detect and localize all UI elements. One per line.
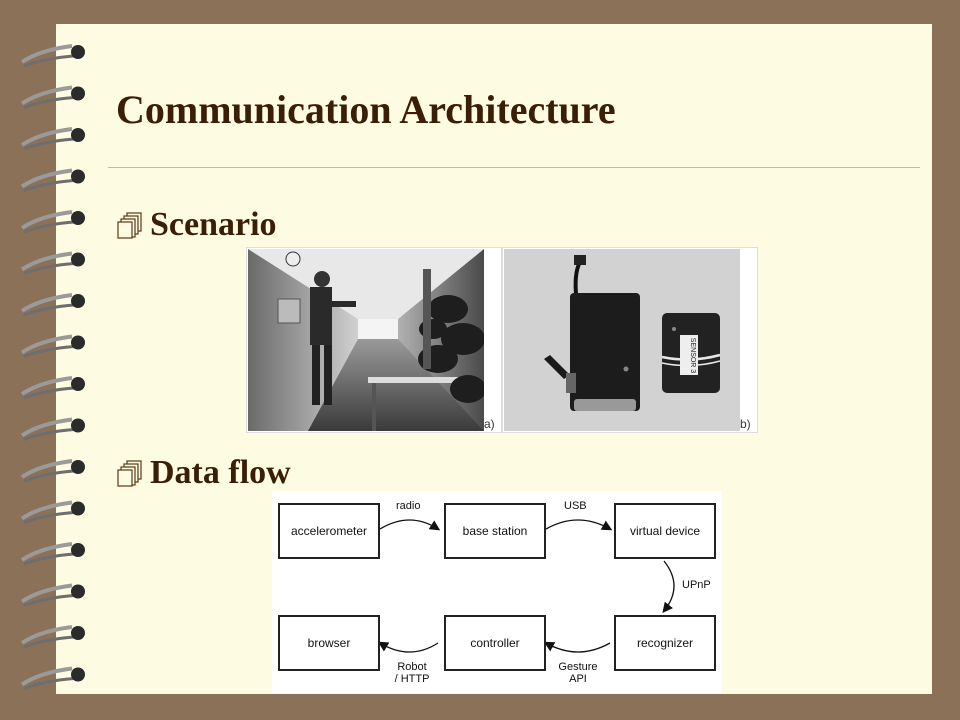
binding-ring-shadow [23,96,75,109]
data-flow-diagram: accelerometer base station virtual devic… [272,491,722,693]
binding-ring-shadow [23,303,75,317]
binding-ring [20,376,73,396]
binding-ring-shadow [23,54,75,68]
binding-ring-shadow [23,220,75,234]
binding-hole [71,86,85,101]
binding-ring-shadow [23,137,75,151]
binding-ring [20,625,73,645]
binding-ring-shadow [23,552,75,566]
edge-label-robot-http: Robot / HTTP [390,661,434,685]
binding-hole [71,667,85,682]
sensor-label: SENSOR 3 [689,337,697,374]
binding-ring-shadow [23,386,75,400]
edge-label-upnp: UPnP [682,579,711,591]
scenario-photo-devices: SENSOR 3 b) [502,247,758,433]
binding-ring [20,459,73,479]
binding-ring [20,127,73,147]
binding-hole [71,211,85,225]
bullet-data-flow: Data flow [116,454,291,492]
title-divider [108,167,920,168]
edge-label-radio: radio [396,500,421,512]
binding-hole [71,584,85,599]
bullet-label: Scenario [150,206,277,243]
binding-ring-shadow [23,677,75,690]
binding-ring-shadow [23,428,75,441]
node-recognizer: recognizer [614,615,716,671]
binding-hole [71,128,85,142]
binding-ring [20,44,73,64]
binding-ring [20,251,73,272]
edge-label-robot: Robot [397,661,427,673]
binding-ring [20,500,73,521]
binding-ring [20,666,73,687]
binding-hole [71,377,85,391]
binding-hole [71,335,85,350]
binding-hole [71,460,85,474]
binding-ring-shadow [23,511,75,524]
binding-ring-shadow [23,469,75,483]
binding-hole [71,543,85,557]
bullet-label: Data flow [150,454,291,491]
edge-label-gesture: Gesture [558,661,598,673]
binding-ring-shadow [23,345,75,358]
binding-ring [20,293,73,313]
binding-ring [20,583,73,604]
binding-hole [71,294,85,308]
node-base-station: base station [444,503,546,559]
edge-label-usb: USB [564,500,587,512]
notebook-stack-icon [117,212,142,239]
notebook-stack-icon [117,460,142,487]
node-controller: controller [444,615,546,671]
binding-hole [71,45,85,59]
binding-hole [71,501,85,516]
binding-ring [20,210,73,230]
data-flow-arrows [377,519,675,653]
devices-image [504,249,740,431]
binding-ring [20,542,73,562]
node-accelerometer: accelerometer [278,503,380,559]
node-browser: browser [278,615,380,671]
binding-ring-shadow [23,179,75,192]
hallway-image [248,249,484,431]
binding-ring-shadow [23,262,75,275]
binding-ring-shadow [23,594,75,607]
binding-hole [71,626,85,640]
photo-tag-a: a) [484,417,495,431]
slide-title: Communication Architecture [116,87,616,132]
binding-ring [20,168,73,189]
binding-hole [71,252,85,267]
bullet-scenario: Scenario [116,206,277,244]
binding-hole [71,169,85,184]
edge-label-api: API [569,673,587,685]
binding-ring [20,417,73,438]
binding-ring [20,85,73,106]
scenario-photo-hallway: a) [246,247,502,433]
binding-hole [71,418,85,433]
edge-label-gesture-api: Gesture API [558,661,598,685]
edge-label-http: / HTTP [394,673,430,685]
binding-ring-shadow [23,635,75,649]
node-virtual-device: virtual device [614,503,716,559]
binding-ring [20,334,73,355]
photo-tag-b: b) [740,417,751,431]
spiral-binding-icon [20,44,85,690]
